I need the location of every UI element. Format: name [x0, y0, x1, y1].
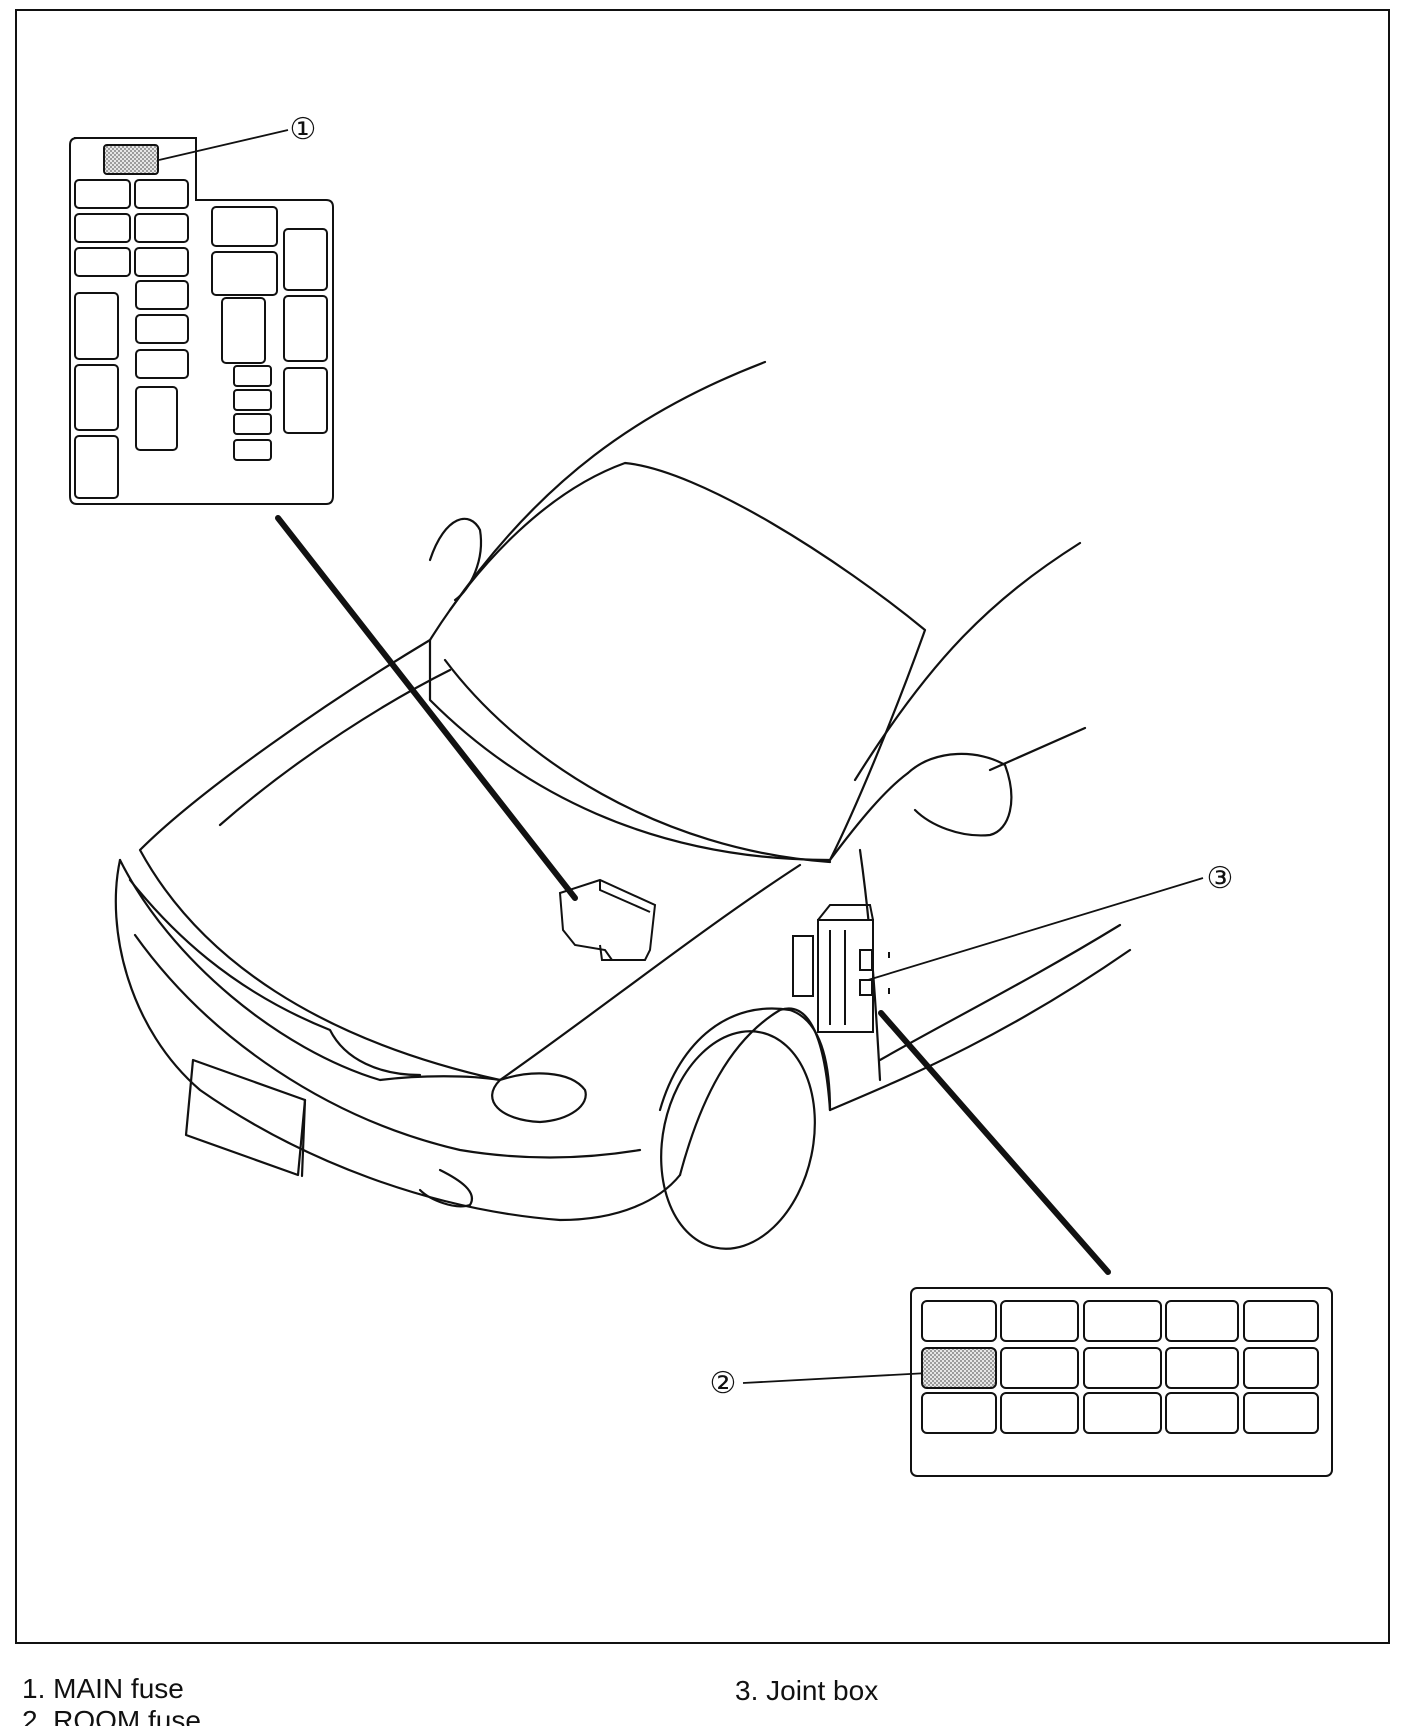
callout-2: ② — [710, 1366, 737, 1401]
roof-line-left — [448, 360, 767, 612]
leader-main-fuse-box — [275, 515, 578, 901]
joint-box-inset — [910, 1287, 1333, 1477]
leader-joint-box — [878, 1010, 1111, 1275]
main-fuse-box-inset — [69, 137, 334, 505]
legend-item-main-fuse: 1. MAIN fuse — [22, 1673, 184, 1704]
windshield — [428, 461, 927, 862]
main-fuse-box-outline — [69, 137, 334, 505]
side-body-line — [878, 923, 1122, 1062]
fender-line — [678, 1007, 832, 1177]
grille-top — [118, 858, 502, 1082]
main-fuse-block-on-car — [558, 878, 657, 961]
diagram-frame — [15, 9, 1390, 1644]
front-wheel — [660, 1030, 816, 1250]
joint-box-on-car — [792, 904, 890, 1033]
license-plate — [184, 1058, 307, 1177]
callout-1: ① — [290, 112, 317, 147]
legend-item-room-fuse: 2. ROOM fuse — [22, 1705, 201, 1726]
legend-item-joint-box: 3. Joint box — [735, 1675, 879, 1706]
callout-3: ③ — [1207, 861, 1234, 896]
wiper-left — [428, 517, 483, 602]
side-mirror — [906, 752, 1013, 837]
car-illustration — [114, 360, 1132, 1250]
wheel-arch — [658, 1007, 832, 1112]
cowl-line — [443, 658, 832, 864]
a-pillar — [828, 771, 910, 862]
leader-lines — [158, 129, 1204, 1384]
hood-crease — [218, 668, 452, 827]
leader-callout-3 — [867, 877, 1204, 981]
bumper-lower — [133, 933, 642, 1159]
headlight-right — [491, 1072, 587, 1124]
bumper-outline — [114, 858, 682, 1222]
headlight — [128, 878, 422, 1077]
fender-body — [828, 948, 1132, 1112]
main-fuse-slot — [103, 144, 159, 175]
side-window-line — [988, 726, 1087, 772]
hood-outline — [138, 638, 802, 1082]
leader-callout-1 — [158, 129, 289, 161]
room-fuse-slot — [921, 1347, 997, 1389]
joint-box-outline — [910, 1287, 1333, 1477]
fog-lamp — [418, 1168, 473, 1208]
